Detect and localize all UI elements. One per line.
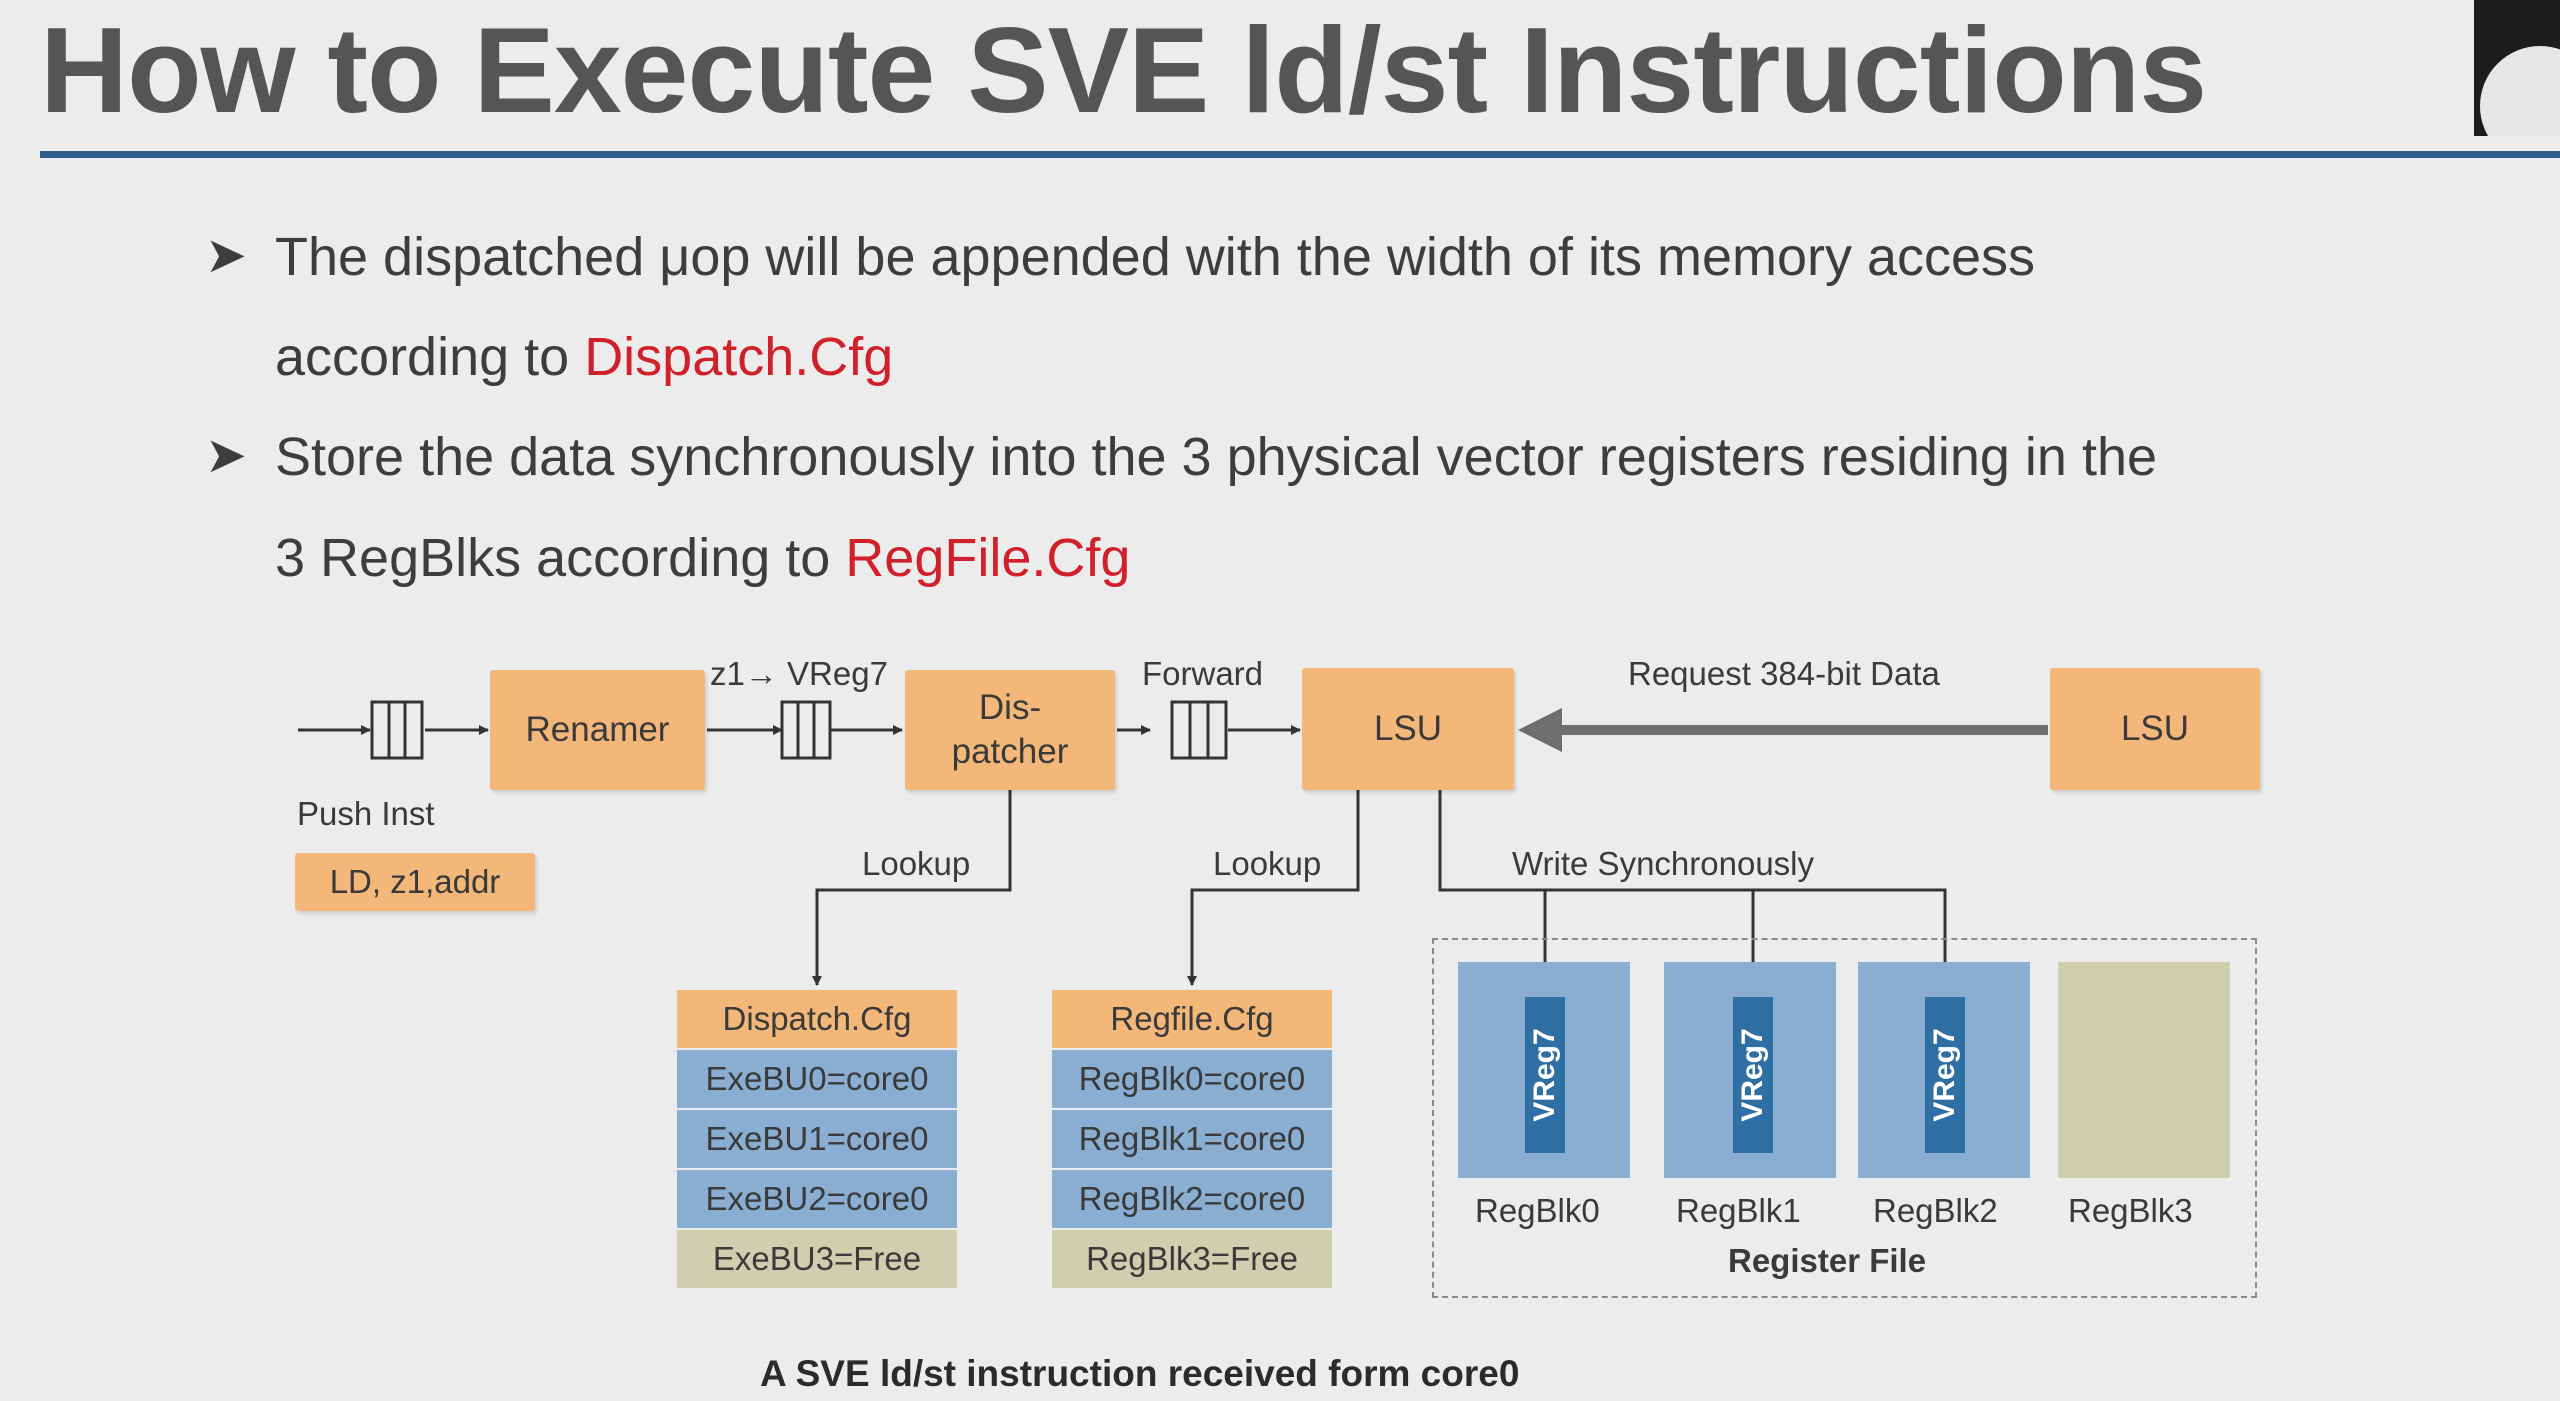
bullet-2-prefix: 3 RegBlks according to: [275, 528, 846, 588]
push-inst-label: Push Inst: [297, 795, 435, 832]
regfile-cfg-row-free: RegBlk3=Free: [1052, 1230, 1332, 1288]
bullet-arrow-icon: ➤: [205, 227, 247, 283]
bullet-1-line-1: The dispatched μop will be appended with…: [275, 227, 2036, 287]
diagram-caption: A SVE ld/st instruction received form co…: [760, 1353, 1520, 1394]
input-queue-icon: [370, 700, 424, 760]
dispatch-lookup-label: Lookup: [862, 845, 971, 882]
dispatch-cfg-row-free: ExeBU3=Free: [677, 1230, 957, 1288]
regblk-2-label: RegBlk2: [1873, 1192, 1998, 1229]
write-sync-arrow-2: [1438, 790, 1950, 994]
bullet-1-prefix: according to: [275, 327, 585, 387]
rename-map-label: z1→ VReg7: [710, 655, 888, 692]
dispatch-cfg-highlight: Dispatch.Cfg: [584, 327, 894, 387]
dispatch-cfg-row: ExeBU0=core0: [677, 1050, 957, 1108]
vreg-label: VReg7: [1736, 1028, 1769, 1122]
request-arrowhead-icon: [1518, 708, 1562, 752]
regblk-3: [2058, 962, 2230, 1178]
dispatch-cfg-row: ExeBU2=core0: [677, 1170, 957, 1228]
forward-label: Forward: [1142, 655, 1264, 692]
lsu-local-box: LSU: [1302, 668, 1514, 790]
forward-queue-icon: [1170, 700, 1228, 760]
rename-queue-icon: [780, 700, 832, 760]
slide-title: How to Execute SVE ld/st Instructions: [40, 2, 2207, 138]
bullet-arrow-icon: ➤: [205, 427, 247, 483]
regblk-1-label: RegBlk1: [1676, 1192, 1801, 1229]
dispatcher-label-1: Dis-: [978, 688, 1042, 728]
title-underline: [40, 151, 2560, 158]
dispatcher-box: Dis-patcher: [905, 670, 1115, 790]
renamer-box: Renamer: [490, 670, 705, 790]
regblk-0-label: RegBlk0: [1475, 1192, 1600, 1229]
regblk-3-label: RegBlk3: [2068, 1192, 2193, 1229]
dispatch-cfg-header: Dispatch.Cfg: [677, 990, 957, 1048]
register-file-label: Register File: [1728, 1242, 1927, 1279]
vreg-block-0: VReg7: [1525, 997, 1565, 1153]
vreg-block-2: VReg7: [1925, 997, 1965, 1153]
regfile-cfg-row: RegBlk2=core0: [1052, 1170, 1332, 1228]
vreg-label: VReg7: [1928, 1028, 1961, 1122]
regfile-cfg-header: Regfile.Cfg: [1052, 990, 1332, 1048]
regfile-lookup-arrow: [1187, 790, 1360, 986]
presenter-video-thumbnail: [2474, 0, 2560, 136]
vreg-block-1: VReg7: [1733, 997, 1773, 1153]
bullet-1-line-2: according to Dispatch.Cfg: [275, 326, 893, 388]
bullet-2-line-2: 3 RegBlks according to RegFile.Cfg: [275, 527, 1130, 589]
request-data-label: Request 384-bit Data: [1628, 655, 1940, 692]
regfile-cfg-table: Regfile.Cfg RegBlk0=core0 RegBlk1=core0 …: [1052, 990, 1332, 1290]
register-file-container: [1432, 938, 2257, 1298]
regfile-cfg-row: RegBlk0=core0: [1052, 1050, 1332, 1108]
bullet-2-line-1: Store the data synchronously into the 3 …: [275, 427, 2158, 487]
dispatch-cfg-row: ExeBU1=core0: [677, 1110, 957, 1168]
dispatch-cfg-table: Dispatch.Cfg ExeBU0=core0 ExeBU1=core0 E…: [677, 990, 957, 1290]
regfile-cfg-row: RegBlk1=core0: [1052, 1110, 1332, 1168]
regfile-cfg-highlight: RegFile.Cfg: [845, 528, 1131, 588]
regfile-lookup-label: Lookup: [1213, 845, 1322, 882]
instruction-box: LD, z1,addr: [295, 853, 535, 911]
dispatcher-label-2: patcher: [951, 732, 1069, 771]
lsu-remote-box: LSU: [2050, 668, 2260, 790]
vreg-label: VReg7: [1528, 1028, 1561, 1122]
write-sync-label: Write Synchronously: [1512, 845, 1815, 882]
dispatch-lookup-arrow: [812, 790, 1012, 986]
